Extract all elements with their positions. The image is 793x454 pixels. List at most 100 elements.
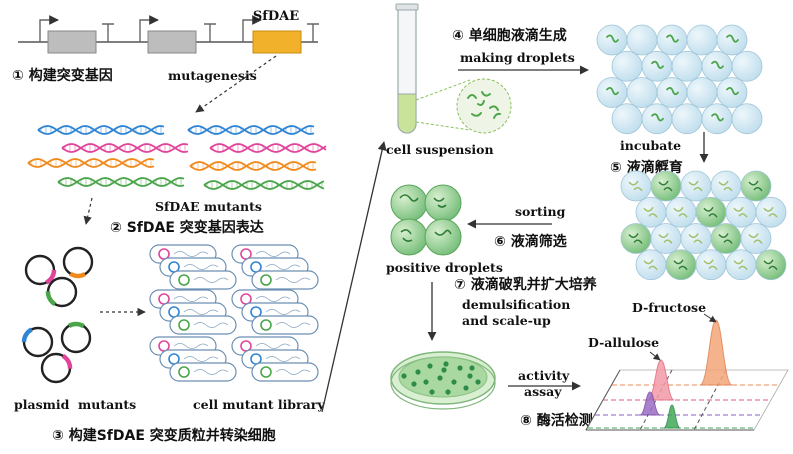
colony xyxy=(469,365,475,371)
droplet xyxy=(680,170,712,202)
droplet xyxy=(740,170,772,202)
cell xyxy=(169,362,237,382)
cell xyxy=(251,270,319,290)
droplet xyxy=(626,77,658,108)
droplet xyxy=(701,50,733,82)
droplet xyxy=(680,223,712,254)
droplet xyxy=(650,170,682,202)
step7-label: ⑦ 液滴破乳并扩大培养 xyxy=(454,276,598,293)
incubate-label: incubate xyxy=(620,138,681,153)
gene-construct xyxy=(18,15,319,54)
colony xyxy=(437,375,443,381)
cell-suspension-label: cell suspension xyxy=(386,142,494,157)
colony xyxy=(467,373,473,379)
droplet xyxy=(710,223,742,254)
droplet xyxy=(731,50,763,82)
plasmid xyxy=(62,246,94,279)
plasmid xyxy=(45,276,78,308)
droplet xyxy=(740,223,772,254)
scale-up-label: and scale-up xyxy=(462,313,551,328)
incubated-droplets xyxy=(620,170,787,281)
making-droplets-label: making droplets xyxy=(460,50,575,65)
droplet xyxy=(641,50,673,82)
cell-mutant-library-label: cell mutant library xyxy=(193,397,325,412)
colony xyxy=(443,361,449,367)
dna-helix xyxy=(187,125,315,135)
droplet xyxy=(596,77,628,108)
dna-helix xyxy=(61,143,189,153)
colony xyxy=(451,379,457,385)
droplet xyxy=(695,249,727,281)
droplet xyxy=(686,77,718,108)
colony xyxy=(463,385,469,391)
droplet xyxy=(686,24,718,56)
step4-label: ④ 单细胞液滴生成 xyxy=(452,27,567,44)
droplet xyxy=(701,103,733,135)
droplet xyxy=(620,223,652,254)
cell xyxy=(251,362,319,382)
assay-label: assay xyxy=(524,384,562,399)
colony xyxy=(475,379,481,385)
droplet xyxy=(755,249,787,281)
plasmid xyxy=(21,326,54,358)
dna-helix xyxy=(209,143,327,153)
to-tube-arrow xyxy=(321,141,387,413)
gene-label: SfDAE xyxy=(253,9,299,24)
cell-library xyxy=(149,244,319,382)
droplet-array xyxy=(596,24,763,135)
droplet xyxy=(671,103,703,135)
droplet xyxy=(665,196,697,228)
step8-label: ⑧ 酶活检测 xyxy=(520,412,593,429)
droplet xyxy=(611,50,643,82)
dna-helix xyxy=(27,158,155,168)
dna-down-arrow xyxy=(83,197,93,225)
plasmid xyxy=(24,254,57,286)
activity-label: activity xyxy=(518,368,570,383)
colony xyxy=(411,381,417,387)
droplet xyxy=(620,170,652,202)
colony xyxy=(415,369,421,375)
droplet xyxy=(596,24,628,56)
droplet xyxy=(650,223,682,254)
dna-helix xyxy=(37,125,165,135)
mutagenesis-arrow xyxy=(195,55,277,113)
droplet xyxy=(611,103,643,135)
droplet xyxy=(641,103,673,135)
droplet xyxy=(755,196,787,228)
positive-droplets-label: positive droplets xyxy=(386,260,503,275)
droplet xyxy=(695,196,727,228)
test-tube xyxy=(395,3,419,134)
step2-label: ② SfDAE 突变基因表达 xyxy=(110,219,264,236)
droplet xyxy=(635,196,667,228)
sorting-label: sorting xyxy=(515,204,566,219)
d-fructose-label: D-fructose xyxy=(632,300,706,315)
sfdae-mutants-label: SfDAE mutants xyxy=(155,199,262,214)
droplet xyxy=(635,249,667,281)
colony xyxy=(429,389,435,395)
cell-suspension-zoom xyxy=(415,78,512,134)
droplet xyxy=(656,24,688,56)
step1-label: ① 构建突变基因 xyxy=(12,67,113,84)
droplet xyxy=(671,50,703,82)
colony xyxy=(427,363,433,369)
positive-droplets xyxy=(390,184,462,256)
colony xyxy=(457,365,463,371)
droplet xyxy=(716,77,748,108)
plasmid xyxy=(40,352,73,384)
cell xyxy=(169,315,237,335)
droplet xyxy=(731,103,763,135)
step6-label: ⑥ 液滴筛选 xyxy=(494,233,567,250)
plasmid xyxy=(60,321,92,354)
droplet xyxy=(656,77,688,108)
colony xyxy=(423,379,429,385)
cell xyxy=(251,315,319,335)
step3-label: ③ 构建SfDAE 突变质粒并转染细胞 xyxy=(52,427,276,444)
cell xyxy=(169,270,237,290)
dna-mutants xyxy=(27,125,327,190)
chromatogram xyxy=(585,313,789,431)
plasmid-mutants-label: plasmid mutants xyxy=(14,397,136,412)
droplet xyxy=(665,249,697,281)
petri-dish xyxy=(390,351,496,410)
droplet xyxy=(716,24,748,56)
